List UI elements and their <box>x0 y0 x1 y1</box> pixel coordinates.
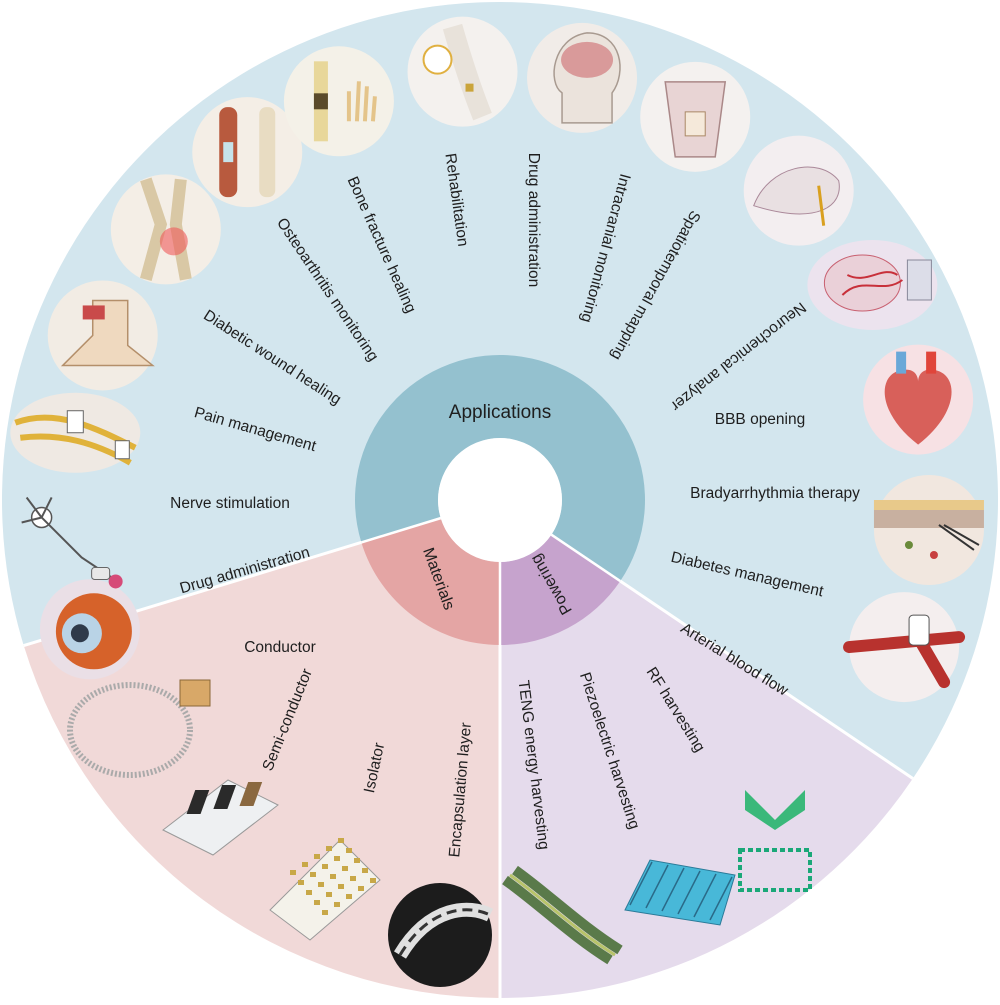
materials-sector <box>23 500 501 998</box>
skin-patch-icon <box>873 474 984 585</box>
neuron-icon <box>21 496 123 589</box>
piezo-grid-icon <box>624 859 736 926</box>
applications-hub-segment <box>354 355 645 582</box>
teng-film-icon <box>502 865 623 965</box>
human-head-icon <box>527 22 638 133</box>
hub-divider <box>550 533 621 583</box>
hub-label-applications: Applications <box>449 402 551 423</box>
encapsulated-film-icon <box>388 883 494 987</box>
icons-layer <box>10 16 984 987</box>
rf-antenna-icon <box>738 790 812 892</box>
bone-icon <box>192 97 303 208</box>
heart-icon <box>863 344 974 455</box>
application-label: Bradyarrhythmia therapy <box>690 485 860 502</box>
brain-vessels-icon <box>807 240 938 330</box>
arm-implant-icon <box>407 16 518 127</box>
hub-divider <box>360 516 442 544</box>
application-label: BBB opening <box>715 411 806 428</box>
materials-hub-segment <box>361 518 500 645</box>
application-label: Drug administration <box>525 153 542 287</box>
rat-skull-icon <box>640 61 751 172</box>
electrode-array-icon <box>269 838 381 941</box>
foot-wound-icon <box>47 280 158 391</box>
artery-cuff-icon <box>843 592 966 703</box>
knee-joint-icon <box>110 174 221 285</box>
eye-icon <box>39 579 140 680</box>
powering-sector <box>500 500 913 998</box>
rat-head-icon <box>743 135 854 246</box>
coil-conductor-icon <box>67 679 211 778</box>
hub-center-hole <box>438 438 562 562</box>
application-label: Nerve stimulation <box>170 495 290 512</box>
material-label: Conductor <box>244 639 316 656</box>
semiconductor-chip-icon <box>162 779 279 856</box>
nerve-cuff-icon <box>10 392 141 473</box>
hand-tendon-icon <box>283 46 394 157</box>
